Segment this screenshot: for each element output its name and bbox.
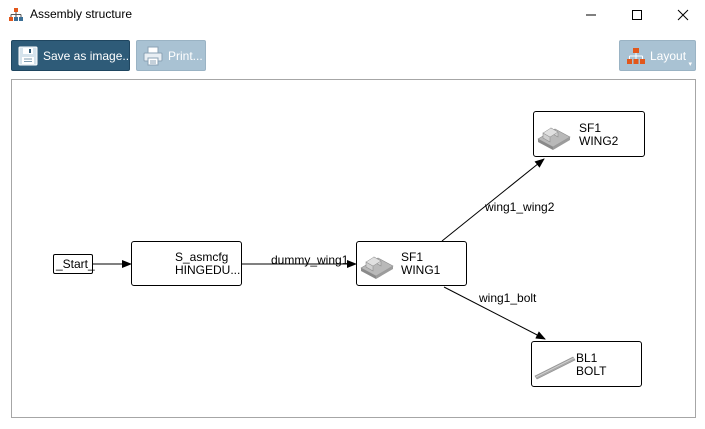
node-bolt-line1: BL1 — [576, 351, 598, 365]
edge-wing1-bolt[interactable] — [443, 286, 546, 340]
sheet-part-icon — [360, 256, 394, 279]
layout-button[interactable]: Layout ▾ — [619, 40, 696, 71]
maximize-icon — [632, 10, 642, 20]
node-wing2-line2: WING2 — [579, 134, 619, 148]
printer-icon — [143, 46, 163, 66]
graph-canvas[interactable]: _Start_ S_asmcfg HINGEDU... SF1 WING1 SF… — [11, 79, 696, 418]
print-button[interactable]: Print... — [136, 40, 206, 71]
save-as-image-label: Save as image... — [43, 49, 133, 63]
node-asmcfg-line1: S_asmcfg — [175, 250, 229, 264]
minimize-button[interactable] — [568, 0, 614, 30]
save-as-image-button[interactable]: Save as image... — [11, 40, 133, 71]
edge-wing1-wing2[interactable] — [441, 158, 545, 242]
graph-node-bolt[interactable]: BL1 BOLT — [531, 341, 642, 387]
close-icon — [677, 9, 689, 21]
bolt-part-icon — [534, 356, 576, 380]
hierarchy-icon — [627, 48, 645, 64]
edge-label-wing1-wing2: wing1_wing2 — [485, 200, 555, 214]
dropdown-caret-icon: ▾ — [688, 61, 692, 68]
graph-node-wing1[interactable]: SF1 WING1 — [356, 241, 467, 286]
node-start-label: _Start_ — [56, 257, 95, 271]
hierarchy-icon — [9, 8, 23, 21]
title-bar[interactable]: Assembly structure — [0, 0, 705, 30]
edge-label-wing1-bolt: wing1_bolt — [479, 291, 537, 305]
print-label: Print... — [168, 49, 203, 63]
floppy-disk-icon — [18, 46, 38, 66]
close-button[interactable] — [660, 0, 705, 30]
graph-node-wing2[interactable]: SF1 WING2 — [533, 111, 645, 157]
graph-node-start[interactable]: _Start_ — [53, 254, 95, 274]
node-bolt-line2: BOLT — [576, 364, 607, 378]
maximize-button[interactable] — [614, 0, 660, 30]
node-wing1-line1: SF1 — [401, 250, 424, 264]
graph-node-asmcfg[interactable]: S_asmcfg HINGEDU... — [131, 241, 242, 286]
sheet-part-icon — [537, 127, 571, 150]
window-title: Assembly structure — [30, 7, 133, 21]
node-wing2-line1: SF1 — [579, 121, 602, 135]
minimize-icon — [586, 14, 596, 16]
layout-label: Layout — [650, 49, 687, 63]
node-asmcfg-line2: HINGEDU... — [175, 263, 241, 277]
graph-edges — [93, 158, 546, 340]
node-wing1-line2: WING1 — [401, 263, 441, 277]
edge-label-dummy-wing1: dummy_wing1 — [271, 253, 349, 267]
